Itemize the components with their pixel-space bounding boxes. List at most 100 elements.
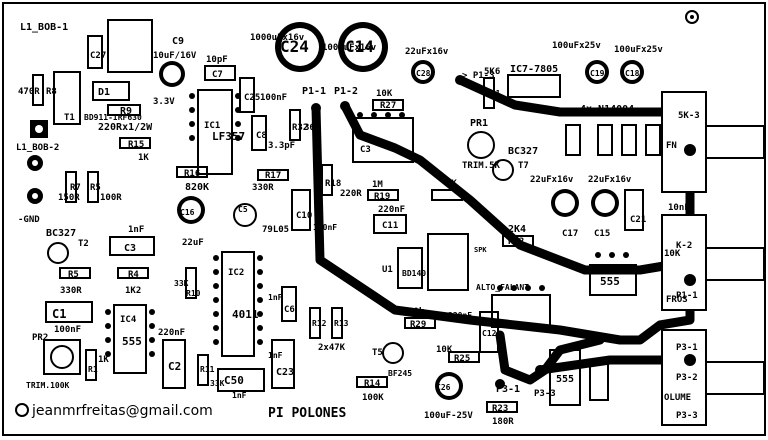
label: 22uFx16v — [588, 175, 632, 185]
trimmer-pr2-body — [43, 339, 81, 375]
label: C7 — [212, 70, 223, 80]
label: C3 — [124, 243, 136, 254]
label: 10K — [376, 89, 393, 99]
reg-79l05-body — [233, 203, 257, 227]
label: 100K — [362, 393, 384, 403]
label: C11 — [382, 221, 398, 231]
label: R17 — [265, 171, 281, 181]
label: 100uF-25V — [424, 411, 473, 421]
label: R12 — [312, 319, 327, 328]
label: BD911-IRF630 — [84, 113, 142, 122]
label: C50 — [224, 374, 244, 387]
component-labels: L1_BOB-1 C27 C9 10uF/16V 3.3V 470R R8 D1… — [16, 22, 700, 427]
label: BF245 — [388, 369, 412, 378]
label: 220nF — [158, 328, 185, 338]
label: C3 — [360, 145, 371, 155]
label: 1nF — [128, 225, 144, 235]
label: C10 — [296, 211, 312, 221]
label: 220R — [340, 189, 362, 199]
label: 1000uFx16v — [250, 33, 305, 43]
label: C25 — [244, 93, 260, 103]
label: OLUME — [664, 393, 691, 403]
label: R18 — [325, 179, 341, 189]
jack-volume-body — [661, 329, 707, 426]
label: 1nF — [268, 293, 283, 302]
label: 33K — [210, 379, 225, 388]
label: 1M — [372, 180, 383, 190]
transistor-t5-body — [382, 342, 404, 364]
label: P3-3 — [676, 411, 698, 421]
trace-left-loop — [311, 103, 695, 345]
trace-lower — [495, 330, 605, 385]
label: 5K-3 — [678, 111, 700, 121]
label: 1K — [98, 355, 109, 365]
label: 220Rx1/2W — [98, 122, 153, 133]
label: 150R — [58, 193, 80, 203]
ic-c3b-body — [352, 117, 414, 163]
ic555c-body — [549, 349, 581, 406]
label: T5 — [372, 348, 383, 358]
label: T7 — [518, 161, 529, 171]
label: IC2 — [228, 268, 244, 278]
label: 10uF/16V — [153, 51, 197, 61]
label: FN — [666, 141, 677, 151]
label: 100uFx25v — [614, 45, 663, 55]
label: P1-1 — [302, 86, 326, 97]
label: 220nF — [448, 311, 472, 320]
label: P3-2 — [676, 373, 698, 383]
label: IC7-7805 — [510, 64, 558, 75]
label: 10nF — [668, 203, 690, 213]
big-capacitors — [43, 22, 644, 400]
label: 1000uFx16v — [322, 43, 377, 53]
label: IC1 — [204, 121, 220, 131]
label: R11 — [200, 365, 215, 374]
label: 1K — [138, 153, 149, 163]
label: L1_BOB-1 — [20, 22, 68, 33]
label: BC327 — [46, 228, 76, 239]
label: 820K — [185, 182, 209, 193]
label: R8 — [46, 87, 57, 97]
label: 100R — [100, 193, 122, 203]
label: 10K — [436, 345, 453, 355]
label: P1-2 — [334, 86, 358, 97]
ic7-7805-body — [507, 74, 561, 98]
label: R5 — [90, 183, 101, 193]
label: 555 — [600, 275, 620, 288]
author-email: jeanmrfreitas@gmail.com — [31, 403, 213, 419]
label: BC327 — [508, 146, 538, 157]
label: T2 — [78, 239, 89, 249]
label: TRIM.5K — [462, 161, 501, 171]
label: C9 — [172, 36, 184, 47]
label: R19 — [374, 192, 390, 202]
label: 3.3V — [153, 97, 175, 107]
label: R5 — [68, 270, 79, 280]
label: PR1 — [470, 118, 488, 129]
label: R16 — [184, 169, 200, 179]
ic4-body — [113, 304, 147, 374]
label: C21 — [630, 215, 646, 225]
label: 36K — [304, 123, 321, 133]
diode-d1-body — [92, 81, 130, 101]
label: C24 — [280, 37, 309, 56]
terminal-top-left — [107, 19, 153, 73]
ic-pins — [105, 93, 629, 357]
label: IC4 — [120, 315, 137, 325]
label: R13 — [334, 319, 349, 328]
label: L1_BOB-2 — [16, 143, 59, 153]
label: 100nF — [54, 325, 81, 335]
label: C28 — [416, 69, 431, 78]
label: C15 — [594, 229, 610, 239]
label: R1 — [88, 365, 98, 374]
label: ALTO_FALANT — [476, 283, 529, 292]
jack-connectors — [661, 91, 765, 426]
label: R23 — [492, 404, 508, 414]
label: 22uF — [182, 238, 204, 248]
label: C12 — [482, 329, 497, 338]
transistor-t2-body — [47, 242, 69, 264]
label: C14 — [345, 37, 374, 56]
label: 1K2 — [125, 286, 141, 296]
label: 220nF — [378, 205, 405, 215]
